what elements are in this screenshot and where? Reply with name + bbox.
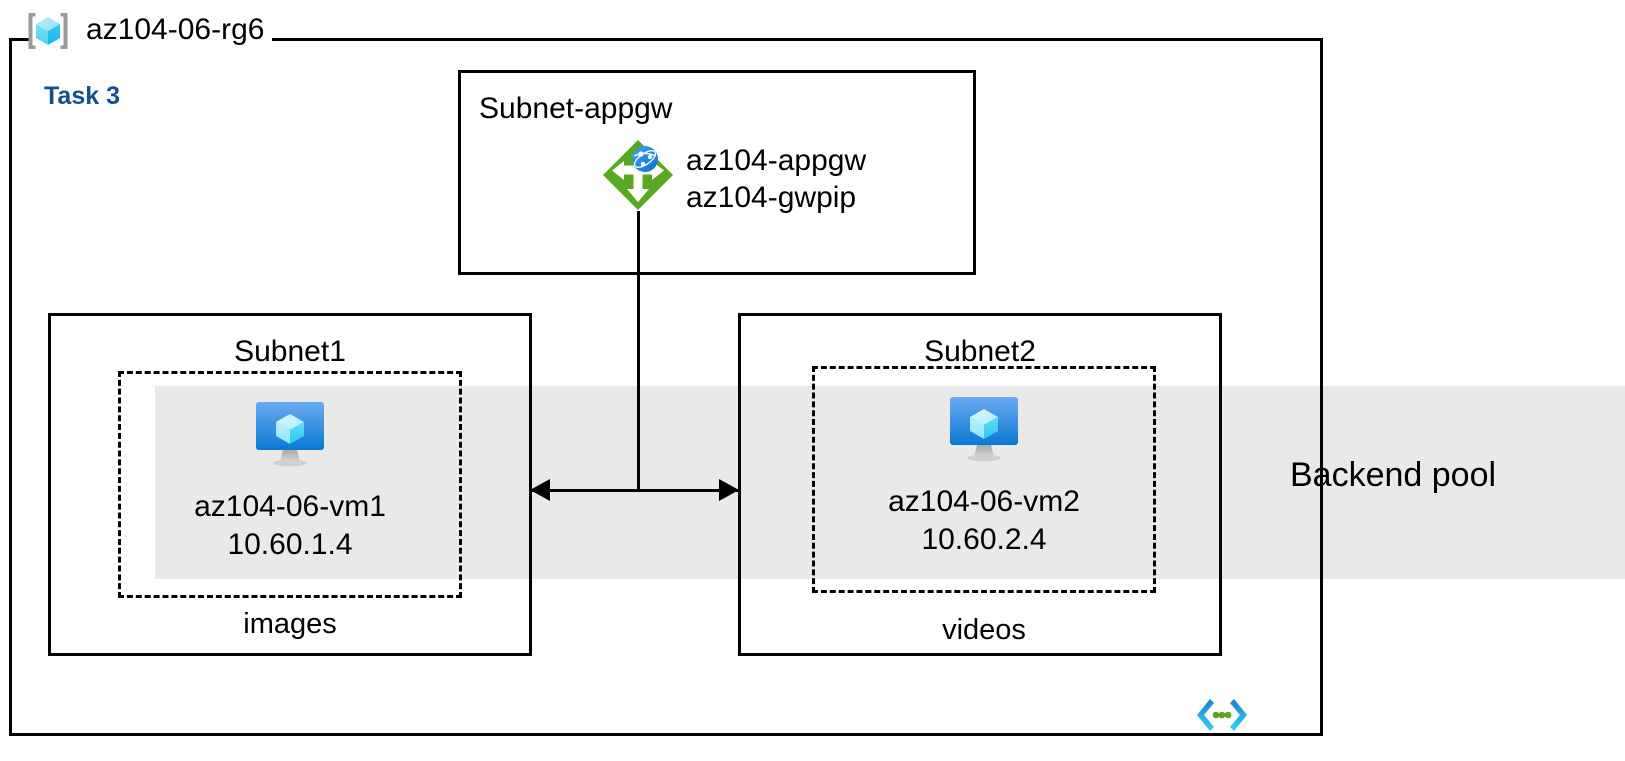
subnet1-caption: images bbox=[243, 608, 337, 640]
vm1-ip: 10.60.1.4 bbox=[227, 528, 353, 561]
rg-border-top-left bbox=[9, 38, 31, 41]
resource-group-cube-icon bbox=[25, 8, 71, 54]
vm2-stack: az104-06-vm2 10.60.2.4 bbox=[812, 395, 1156, 559]
appgw-resource-labels: az104-appgw az104-gwpip bbox=[686, 142, 866, 216]
rg-border-top-right bbox=[272, 38, 1323, 41]
arrow-head-right bbox=[719, 479, 739, 501]
subnet2-caption: videos bbox=[942, 614, 1026, 646]
vm2-ip: 10.60.2.4 bbox=[921, 523, 1047, 556]
code-brackets-dots-icon bbox=[1196, 697, 1248, 733]
virtual-machine-icon bbox=[248, 400, 332, 472]
subnet1-title: Subnet1 bbox=[234, 335, 346, 368]
vm1-stack: az104-06-vm1 10.60.1.4 bbox=[118, 400, 462, 564]
subnet-appgw-box: Subnet-appgw bbox=[458, 70, 976, 275]
rg-border-left bbox=[9, 38, 12, 736]
subnet2-title: Subnet2 bbox=[924, 335, 1036, 368]
connector-appgw-vertical bbox=[637, 211, 640, 491]
vm2-name: az104-06-vm2 bbox=[888, 485, 1080, 518]
virtual-machine-icon bbox=[942, 395, 1026, 467]
subnet1-vm-group bbox=[118, 371, 462, 598]
backend-pool-label: Backend pool bbox=[1290, 456, 1497, 494]
backend-pool-band bbox=[155, 386, 1625, 579]
arrow-head-left bbox=[530, 479, 550, 501]
rg-border-bottom bbox=[9, 733, 1323, 736]
subnet2-box: Subnet2 bbox=[738, 313, 1222, 656]
task-label: Task 3 bbox=[44, 82, 120, 110]
subnet-appgw-title: Subnet-appgw bbox=[479, 92, 673, 125]
subnet1-box: Subnet1 bbox=[48, 313, 532, 656]
connector-subnets-horizontal bbox=[532, 489, 738, 492]
resource-group-title: az104-06-rg6 bbox=[86, 13, 265, 46]
vm1-name: az104-06-vm1 bbox=[194, 490, 386, 523]
appgw-label-1: az104-appgw bbox=[686, 144, 867, 177]
rg-border-right bbox=[1320, 38, 1323, 736]
application-gateway-icon bbox=[600, 137, 676, 213]
appgw-label-2: az104-gwpip bbox=[686, 181, 857, 214]
subnet2-vm-group bbox=[812, 366, 1156, 593]
